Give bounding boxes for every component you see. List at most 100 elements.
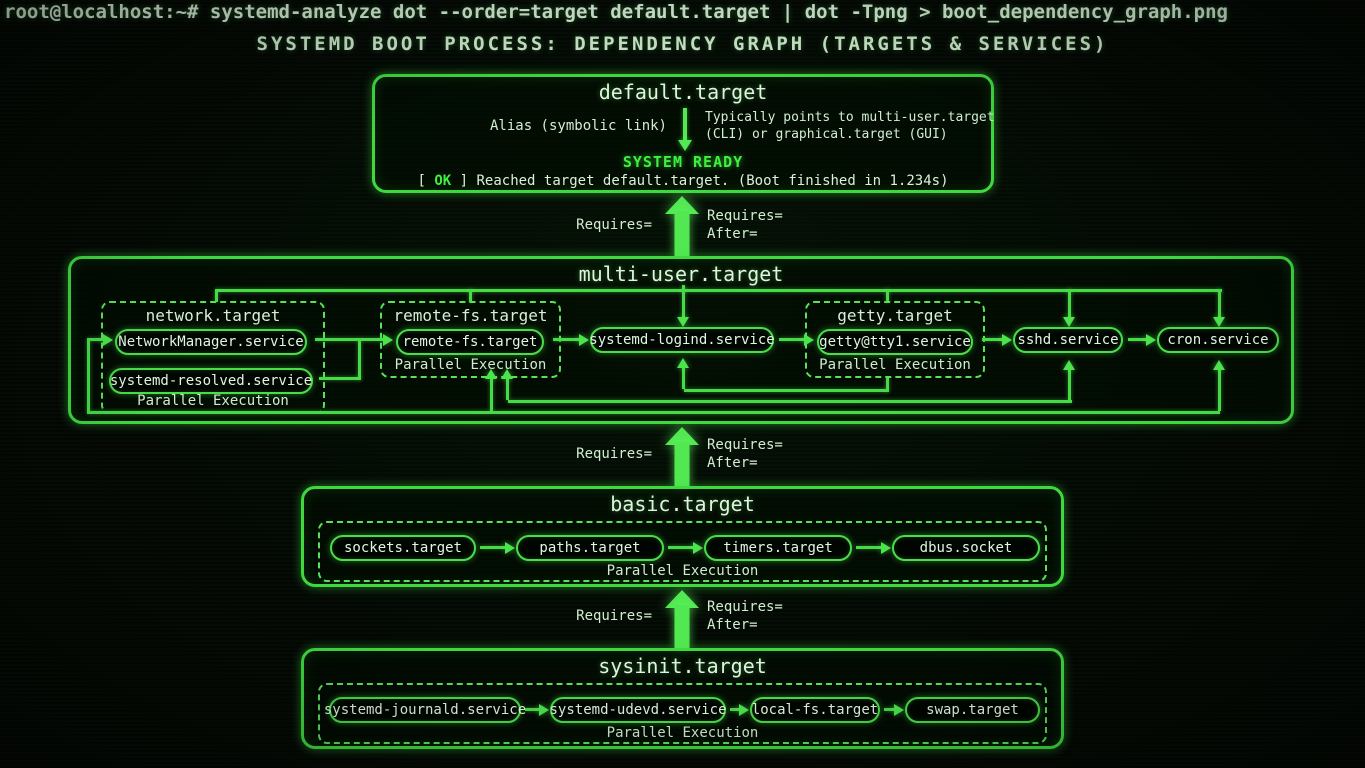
arrow-right-icon: [505, 542, 515, 554]
systemd-resolved-service-node: systemd-resolved.service: [109, 368, 313, 394]
after-label: After=: [707, 455, 758, 471]
points-note: Typically points to multi-user.target (C…: [705, 109, 995, 143]
arrow-shaft: [674, 211, 690, 256]
requires-arrow-up-icon: [665, 590, 699, 648]
arrow-up-icon: [485, 369, 497, 379]
connector-line: [682, 367, 685, 389]
requires-arrow-up-icon: [665, 196, 699, 256]
arrow-up-icon: [501, 369, 513, 379]
arrow-right-icon: [1146, 334, 1156, 346]
connector-line: [217, 289, 1222, 292]
requires-label: Requires=: [707, 208, 783, 224]
arrow-right-icon: [804, 334, 814, 346]
connector-line: [1218, 289, 1221, 318]
points-note-line2: (CLI) or graphical.target (GUI): [705, 127, 948, 142]
connector-line: [358, 340, 361, 380]
parallel-execution-label: Parallel Execution: [606, 725, 759, 741]
systemd-logind-service-node: systemd-logind.service: [589, 327, 775, 353]
boot-msg-prefix: [: [417, 173, 435, 189]
connector-line: [886, 378, 889, 392]
connector-line: [490, 378, 493, 411]
points-note-line1: Typically points to multi-user.target: [705, 110, 995, 125]
arrow-up-icon: [1213, 360, 1225, 370]
cron-service-node: cron.service: [1157, 327, 1279, 353]
getty-target-group: getty.target getty@tty1.service Parallel…: [805, 301, 985, 378]
requires-arrow-up-icon: [665, 427, 699, 486]
connector-line: [884, 708, 896, 711]
network-target-title: network.target: [145, 306, 281, 325]
connector-line: [525, 708, 540, 711]
connector-line: [553, 338, 581, 341]
connector-line: [87, 411, 1220, 414]
boot-msg-ok: OK: [434, 173, 452, 189]
requires-label: Requires=: [707, 599, 783, 615]
connector-line: [1218, 369, 1221, 411]
remote-fs-target-title: remote-fs.target: [393, 306, 548, 325]
requires-after-labels: Requires= After=: [707, 598, 783, 634]
connector-line: [87, 340, 90, 412]
connector-line: [319, 377, 361, 380]
boot-finished-message: [ OK ] Reached target default.target. (B…: [375, 173, 991, 189]
arrow-right-icon: [693, 542, 703, 554]
connector-line: [682, 289, 685, 318]
paths-target-node: paths.target: [516, 535, 664, 561]
swap-target-node: swap.target: [905, 697, 1040, 723]
arrow-down-icon: [1213, 317, 1225, 327]
systemd-journald-service-node: systemd-journald.service: [324, 697, 526, 723]
requires-after-labels: Requires= After=: [707, 207, 783, 243]
connector-line: [469, 289, 472, 302]
connector-line: [315, 338, 385, 341]
connector-line: [480, 546, 505, 549]
arrow-right-icon: [539, 704, 549, 716]
system-ready-status: SYSTEM READY: [622, 153, 744, 171]
arrow-head: [665, 427, 699, 445]
getty-tty1-service-node: getty@tty1.service: [817, 329, 973, 355]
requires-label-left: Requires=: [576, 608, 652, 624]
local-fs-target-node: local-fs.target: [750, 697, 880, 723]
connector-line: [779, 338, 807, 341]
connector-line: [87, 338, 105, 341]
default-target-box: default.target Alias (symbolic link) Typ…: [372, 74, 995, 193]
arrow-shaft: [674, 605, 690, 648]
arrow-down-icon: [1063, 317, 1075, 327]
remote-fs-target-group: remote-fs.target remote-fs.target Parall…: [380, 301, 561, 378]
arrow-up-icon: [1063, 360, 1075, 370]
connector-line: [730, 708, 740, 711]
sysinit-target-title: sysinit.target: [598, 654, 767, 678]
basic-target-box: basic.target sockets.target paths.target…: [301, 486, 1064, 587]
connector-line: [886, 289, 889, 302]
connector-line: [508, 400, 1072, 403]
connector-line: [982, 338, 1005, 341]
connector-line: [684, 389, 888, 392]
multi-user-target-title: multi-user.target: [578, 262, 784, 286]
shell-command-line: root@localhost:~# systemd-analyze dot --…: [4, 1, 1228, 23]
multi-user-target-box: multi-user.target network.target Network…: [68, 256, 1294, 424]
network-target-group: network.target NetworkManager.service sy…: [101, 301, 325, 414]
sshd-service-node: sshd.service: [1013, 327, 1123, 353]
alias-arrow-down-icon: [678, 140, 692, 151]
remote-fs-target-node: remote-fs.target: [396, 329, 544, 355]
sysinit-parallel-group: systemd-journald.service systemd-udevd.s…: [318, 683, 1047, 744]
boot-msg-suffix: ] Reached target default.target. (Boot f…: [451, 173, 949, 189]
default-target-title: default.target: [598, 80, 768, 104]
after-label: After=: [707, 617, 758, 633]
connector-line: [1068, 369, 1071, 400]
sockets-target-node: sockets.target: [330, 535, 476, 561]
sysinit-target-box: sysinit.target systemd-journald.service …: [301, 648, 1064, 749]
requires-label-left: Requires=: [576, 217, 652, 233]
arrow-right-icon: [383, 334, 393, 346]
connector-line: [506, 378, 509, 400]
arrow-right-icon: [894, 704, 904, 716]
parallel-execution-label: Parallel Execution: [819, 357, 971, 373]
arrow-right-icon: [1002, 334, 1012, 346]
basic-parallel-group: sockets.target paths.target timers.targe…: [318, 521, 1047, 582]
arrow-right-icon: [739, 704, 749, 716]
connector-line: [856, 546, 881, 549]
timers-target-node: timers.target: [704, 535, 852, 561]
arrow-down-icon: [677, 317, 689, 327]
systemd-udevd-service-node: systemd-udevd.service: [550, 697, 727, 723]
arrow-right-icon: [103, 334, 113, 346]
after-label: After=: [707, 226, 758, 242]
connector-line: [215, 289, 218, 302]
